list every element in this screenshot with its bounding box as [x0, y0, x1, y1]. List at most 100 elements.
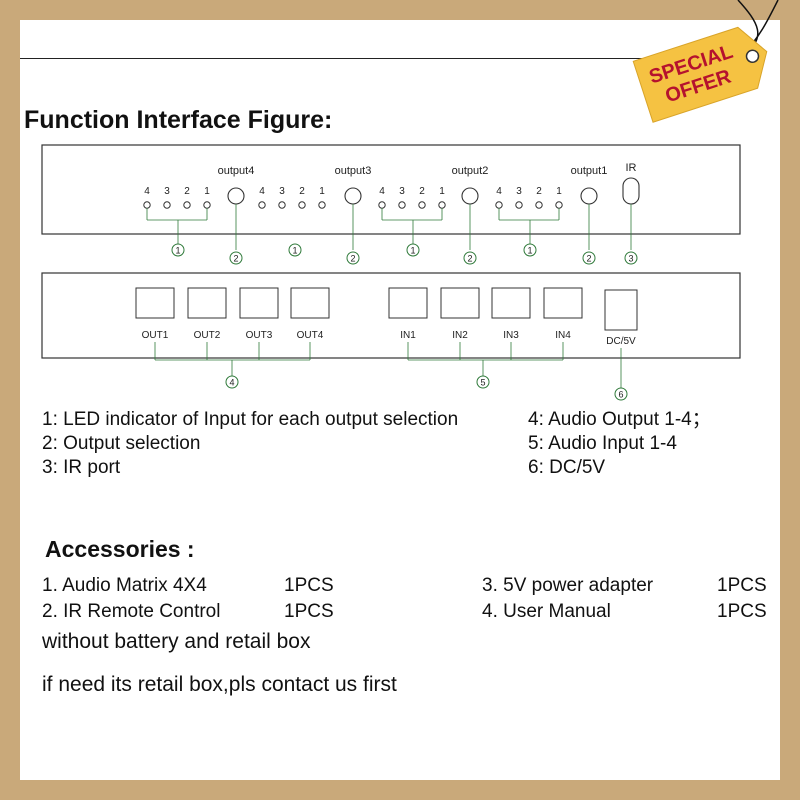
legend-item-1: 1: LED indicator of Input for each outpu…: [42, 409, 459, 430]
led-number: 3: [279, 186, 285, 197]
audio-in-port: [440, 287, 480, 319]
led-number: 3: [164, 186, 170, 197]
accessory-qty-2: 1PCS: [284, 601, 334, 622]
callout-5-circle: [476, 375, 490, 389]
front-panel: [41, 144, 741, 235]
led-indicator-icon: [418, 201, 426, 209]
ir-port-icon: [622, 177, 640, 205]
accessory-name-2: 2. IR Remote Control: [42, 601, 221, 622]
in-port-label: IN2: [452, 330, 468, 341]
led-number: 2: [536, 186, 542, 197]
accessory-name-1: 1. Audio Matrix 4X4: [42, 575, 207, 596]
output-select-button: [461, 187, 479, 205]
led-indicator-icon: [163, 201, 171, 209]
callout-1: 1: [527, 246, 532, 256]
in-port-label: IN4: [555, 330, 571, 341]
accessories-title: Accessories :: [45, 536, 195, 562]
accessory-name-3: 3. 5V power adapter: [482, 575, 654, 596]
callout-4-circle: [225, 375, 239, 389]
accessory-name-4: 4. User Manual: [482, 601, 611, 622]
led-number: 4: [144, 186, 150, 197]
in-port-label: IN3: [503, 330, 519, 341]
badge-hole-icon: [745, 49, 760, 63]
legend-item-5: 5: Audio Input 1-4: [528, 433, 677, 454]
divider-line: [20, 58, 720, 59]
ir-label: IR: [626, 162, 637, 174]
output-label: output1: [571, 165, 608, 177]
callout-2: 2: [467, 254, 472, 264]
output-label: output3: [335, 165, 372, 177]
callout-2: 2: [233, 254, 238, 264]
out-port-label: OUT3: [246, 330, 273, 341]
audio-in-port: [388, 287, 428, 319]
audio-out-port: [290, 287, 330, 319]
product-sheet: Function Interface Figure: 4 3 2 1 1 output4 2…: [20, 20, 780, 780]
out-port-label: OUT4: [297, 330, 324, 341]
led-indicator-icon: [318, 201, 326, 209]
callout-2-circle: [582, 251, 596, 265]
led-number: 1: [439, 186, 445, 197]
led-number: 3: [399, 186, 405, 197]
led-indicator-icon: [298, 201, 306, 209]
legend-item-4: 4: Audio Output 1-4；: [528, 409, 711, 430]
callout-1-circle: [523, 243, 537, 257]
led-number: 2: [419, 186, 425, 197]
page-title: Function Interface Figure:: [24, 106, 333, 134]
callout-6: 6: [618, 390, 623, 400]
led-indicator-icon: [398, 201, 406, 209]
led-number: 1: [556, 186, 562, 197]
output-label: output2: [452, 165, 489, 177]
out-port-label: OUT1: [142, 330, 169, 341]
led-indicator-icon: [143, 201, 151, 209]
callout-6-circle: [614, 387, 628, 401]
interface-diagram: 4 3 2 1 1 output4 2 4 3 2 1 1 output3 2 4 3 2 1 1 output2 2 4…: [41, 144, 741, 401]
badge-tag: [632, 26, 768, 123]
led-indicator-icon: [555, 201, 563, 209]
accessory-qty-4: 1PCS: [717, 601, 767, 622]
audio-in-port: [543, 287, 583, 319]
led-indicator-icon: [203, 201, 211, 209]
led-indicator-icon: [278, 201, 286, 209]
led-number: 2: [184, 186, 190, 197]
led-indicator-icon: [495, 201, 503, 209]
led-indicator-icon: [515, 201, 523, 209]
callout-2-circle: [346, 251, 360, 265]
callout-3: 3: [628, 254, 633, 264]
audio-out-port: [135, 287, 175, 319]
legend-item-3: 3: IR port: [42, 457, 121, 478]
led-indicator-icon: [183, 201, 191, 209]
callout-1: 1: [175, 246, 180, 256]
callout-3-circle: [624, 251, 638, 265]
callout-4: 4: [229, 378, 234, 388]
callout-2-circle: [463, 251, 477, 265]
legend-item-2: 2: Output selection: [42, 433, 201, 454]
note-retail-box: if need its retail box,pls contact us fi…: [42, 673, 397, 696]
led-indicator-icon: [258, 201, 266, 209]
output-select-button: [344, 187, 362, 205]
callout-1-circle: [288, 243, 302, 257]
callout-1: 1: [410, 246, 415, 256]
output-label: output4: [218, 165, 255, 177]
dc-port-label: DC/5V: [606, 336, 636, 347]
callout-2: 2: [350, 254, 355, 264]
back-panel: [41, 272, 741, 359]
legend-item-6: 6: DC/5V: [528, 457, 606, 478]
dc-power-port: [604, 289, 638, 331]
led-number: 4: [379, 186, 385, 197]
special-offer-badge: SPECIAL OFFER: [618, 0, 800, 130]
output-select-button: [580, 187, 598, 205]
callout-2: 2: [586, 254, 591, 264]
audio-out-port: [239, 287, 279, 319]
led-indicator-icon: [535, 201, 543, 209]
audio-in-port: [491, 287, 531, 319]
callout-1: 1: [292, 246, 297, 256]
led-number: 3: [516, 186, 522, 197]
callout-1-circle: [406, 243, 420, 257]
in-port-label: IN1: [400, 330, 416, 341]
callout-2-circle: [229, 251, 243, 265]
callout-5: 5: [480, 378, 485, 388]
audio-out-port: [187, 287, 227, 319]
led-number: 4: [496, 186, 502, 197]
led-number: 2: [299, 186, 305, 197]
led-indicator-icon: [438, 201, 446, 209]
